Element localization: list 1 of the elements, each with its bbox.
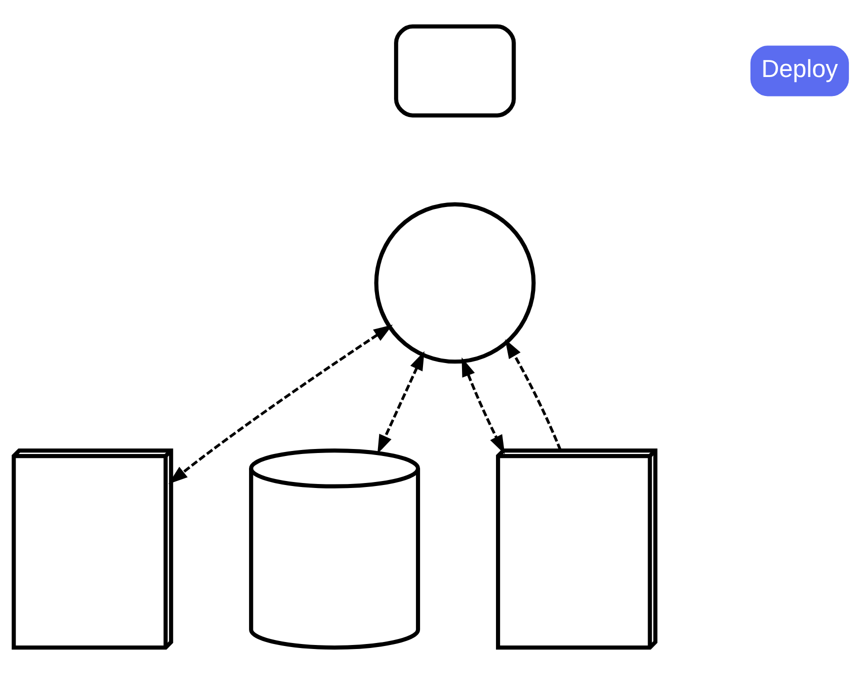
label: Deploy (761, 56, 838, 83)
